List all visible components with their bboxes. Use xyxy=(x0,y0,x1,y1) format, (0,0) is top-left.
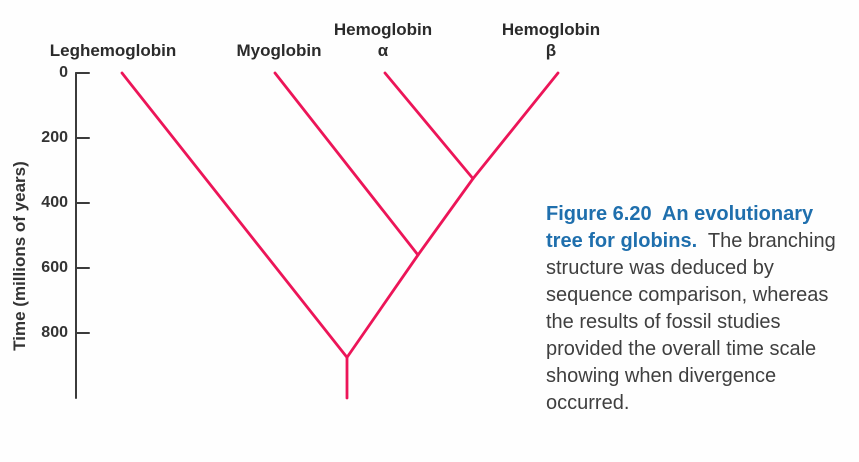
caption-body-text: structure was deduced by xyxy=(546,257,774,279)
leaf-label-line: Hemoglobin xyxy=(333,20,433,39)
leaf-label-line: β xyxy=(545,41,557,60)
caption-line: occurred. xyxy=(546,390,836,417)
caption-body-text: showing when divergence xyxy=(546,365,777,387)
branch-leghemoglobin xyxy=(120,71,349,359)
caption-line: sequence comparison, whereas xyxy=(546,282,836,309)
y-tick-label-400: 400 xyxy=(41,194,68,211)
caption-title-text: Figure 6.20 An evolutionary xyxy=(546,203,814,225)
caption-body-text: The branching xyxy=(697,230,836,252)
leaf-label-myoglobin: Myoglobin xyxy=(237,40,322,61)
leaf-label-line: Leghemoglobin xyxy=(49,41,177,60)
y-tick-label-800: 800 xyxy=(41,324,68,341)
caption-line: the results of fossil studies xyxy=(546,309,836,336)
leaf-label-hemoglobin-beta: Hemoglobin β xyxy=(502,19,600,61)
caption-line: Figure 6.20 An evolutionary xyxy=(546,201,836,228)
branch-myoglobin xyxy=(273,71,420,257)
branch-hemoglobin-alpha xyxy=(383,71,475,181)
leaf-label-line: Myoglobin xyxy=(236,41,322,60)
y-tick-label-600: 600 xyxy=(41,259,68,276)
caption-line: structure was deduced by xyxy=(546,255,836,282)
caption-line: tree for globins. The branching xyxy=(546,228,836,255)
branch-hemoglobin-beta-lineage xyxy=(345,71,560,359)
leaf-label-leghemoglobin: Leghemoglobin xyxy=(50,40,177,61)
caption-line: showing when divergence xyxy=(546,363,836,390)
caption-body-text: the results of fossil studies xyxy=(546,311,781,333)
leaf-label-line: α xyxy=(377,41,389,60)
caption-body-text: occurred. xyxy=(546,392,630,414)
y-tick-label-200: 200 xyxy=(41,129,68,146)
leaf-label-line: Hemoglobin xyxy=(501,20,601,39)
y-axis-title: Time (millions of years) xyxy=(10,161,29,351)
figure-caption: Figure 6.20 An evolutionary tree for glob… xyxy=(546,201,836,417)
caption-body-text: sequence comparison, whereas xyxy=(546,284,829,306)
caption-line: provided the overall time scale xyxy=(546,336,836,363)
caption-body-text: provided the overall time scale xyxy=(546,338,817,360)
leaf-label-hemoglobin-alpha: Hemoglobin α xyxy=(334,19,432,61)
caption-title-text: tree for globins. xyxy=(546,230,698,252)
y-tick-label-0: 0 xyxy=(59,64,68,81)
